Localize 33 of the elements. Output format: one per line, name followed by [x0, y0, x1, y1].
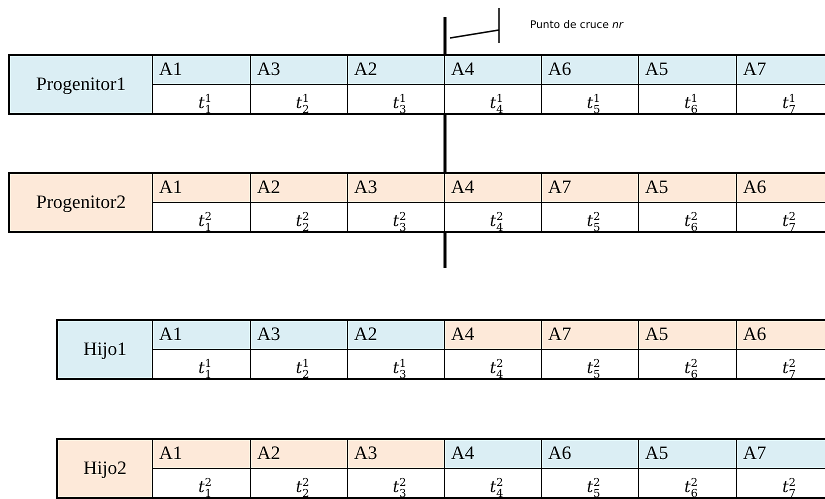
- table-cell: A1: [153, 321, 251, 350]
- table-cell: A6: [542, 56, 639, 85]
- table-cell: Hijo2: [58, 440, 153, 497]
- table-cell: Progenitor1: [10, 56, 153, 113]
- table-cell: A1: [153, 56, 251, 85]
- table-cell: A4: [445, 174, 542, 203]
- table-cell: A1: [153, 440, 251, 469]
- table-cell: A7: [737, 56, 825, 85]
- table-cell: A5: [639, 174, 737, 203]
- table-cell: Progenitor2: [10, 174, 153, 231]
- table-cell: A3: [251, 321, 348, 350]
- table-cell: A2: [251, 440, 348, 469]
- table-cell: A7: [542, 174, 639, 203]
- table-cell: A1: [153, 174, 251, 203]
- table-cell: A4: [445, 440, 542, 469]
- table-cell: A5: [639, 321, 737, 350]
- table-cell: A3: [251, 56, 348, 85]
- table-cell: A3: [348, 174, 445, 203]
- table-cell: A6: [737, 174, 825, 203]
- table-cell: A2: [348, 321, 445, 350]
- table-cell: A4: [445, 321, 542, 350]
- table-cell: A2: [348, 56, 445, 85]
- table-cell: A4: [445, 56, 542, 85]
- table-cell: A7: [542, 321, 639, 350]
- table-cell: A6: [542, 440, 639, 469]
- table-cell: A5: [639, 56, 737, 85]
- note-text: Punto de cruce nr: [530, 19, 624, 31]
- table-cell: A3: [348, 440, 445, 469]
- table-cell: A5: [639, 440, 737, 469]
- table-cell: A7: [737, 440, 825, 469]
- table-cell: A2: [251, 174, 348, 203]
- table-cell: Hijo1: [58, 321, 153, 378]
- table-cell: A6: [737, 321, 825, 350]
